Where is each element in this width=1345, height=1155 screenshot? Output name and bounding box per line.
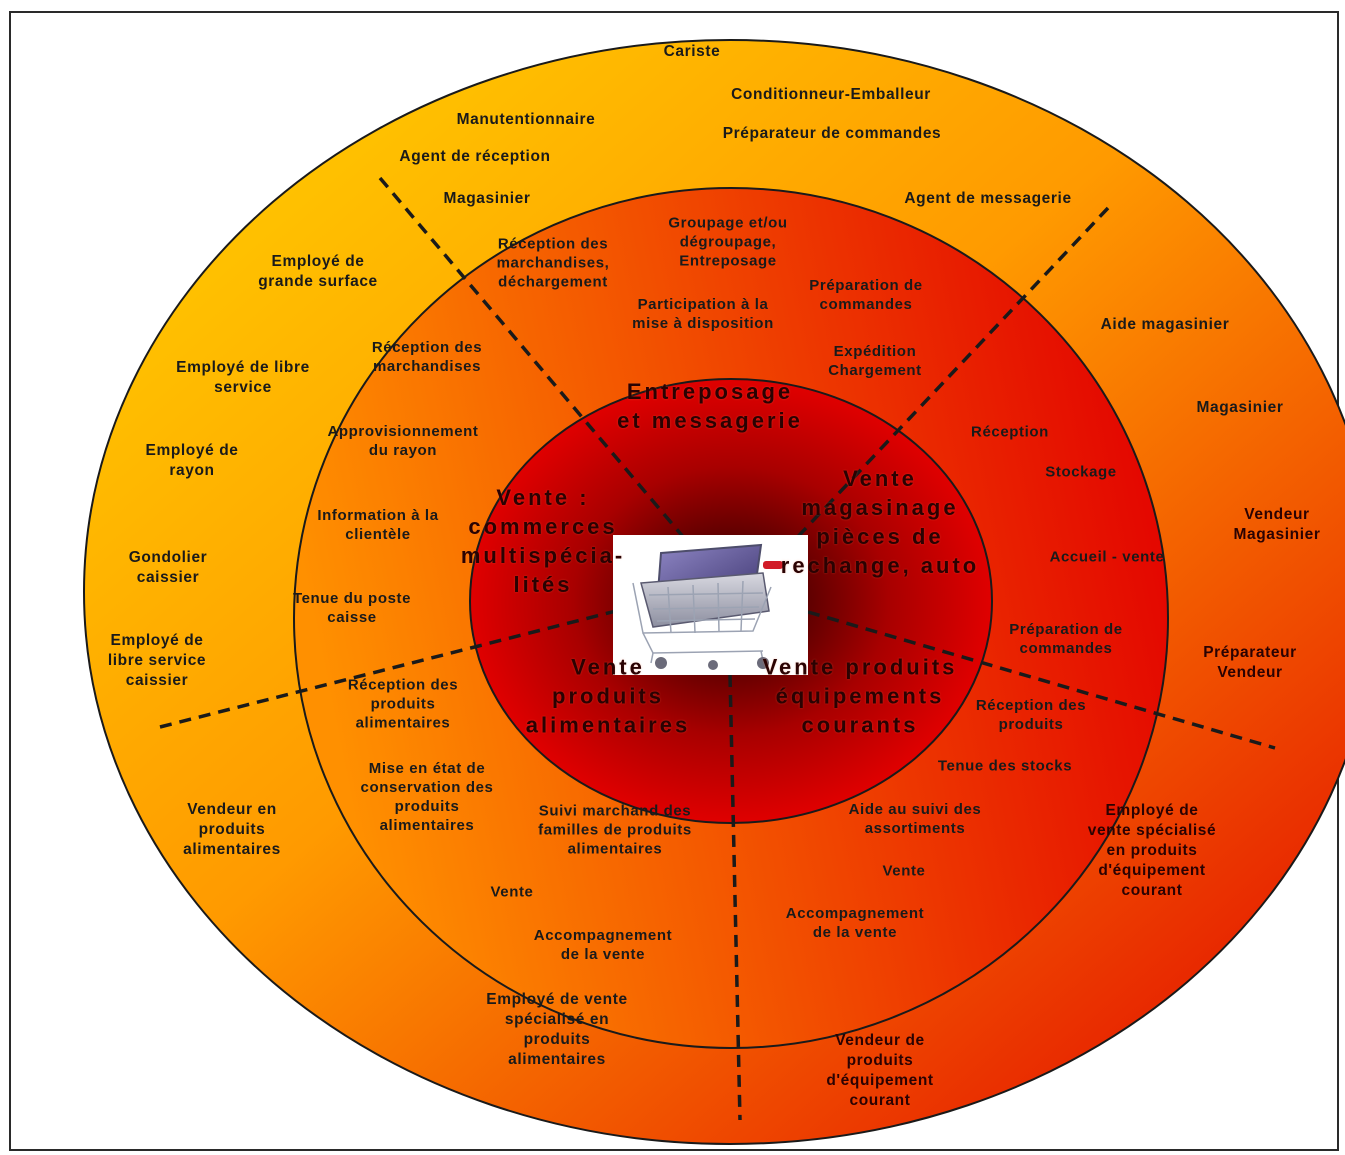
- job-agent-reception: Agent de réception: [399, 148, 551, 165]
- job-agent-messagerie: Agent de messagerie: [904, 190, 1072, 207]
- job-employe-libre-service-caissier: Employé de libre service caissier: [107, 632, 207, 689]
- job-vendeur-magasinier: Vendeur Magasinier: [1233, 506, 1321, 543]
- job-magasinier-auto: Magasinier: [1196, 399, 1284, 416]
- activity-reception-produits-alimentaires: Réception des produits alimentaires: [347, 676, 459, 732]
- job-vendeur-equipement: Vendeur de produits d'équipement courant: [826, 1032, 934, 1109]
- activity-accompagnement-equipements: Accompagnement de la vente: [785, 905, 925, 941]
- activity-vente-alimentaires: Vente: [490, 883, 534, 901]
- activity-reception-dechargement: Réception des marchandises, déchargement: [496, 235, 610, 291]
- divider-line: [378, 176, 692, 547]
- job-employe-libre-service: Employé de libre service: [176, 359, 310, 396]
- activity-expedition: Expédition Chargement: [828, 343, 922, 379]
- job-manutentionnaire: Manutentionnaire: [456, 111, 596, 128]
- sector-title-entreposage: Entreposage et messagerie: [617, 379, 803, 433]
- activity-mise-en-etat: Mise en état de conservation des produit…: [360, 760, 494, 834]
- activity-preparation-commandes-auto: Préparation de commandes: [1009, 621, 1123, 657]
- shopping-cart-with-laptop-icon: [632, 543, 783, 670]
- activity-vente-equipements: Vente: [882, 862, 926, 880]
- divider-line: [788, 206, 1110, 547]
- activity-accompagnement-alimentaires: Accompagnement de la vente: [533, 927, 673, 963]
- job-conditionneur: Conditionneur-Emballeur: [731, 86, 931, 103]
- activity-tenue-caisse: Tenue du poste caisse: [292, 590, 412, 626]
- activity-reception-produits: Réception des produits: [975, 697, 1087, 733]
- sector-title-equipements: Vente produits équipements courants: [762, 654, 958, 738]
- activity-reception: Réception: [971, 423, 1049, 441]
- job-magasinier: Magasinier: [443, 190, 531, 207]
- job-vendeur-produits-alimentaires: Vendeur en produits alimentaires: [183, 801, 281, 858]
- activity-preparation-commandes: Préparation de commandes: [809, 277, 923, 313]
- sector-title-pieces-auto: Vente magasinage pièces de rechange, aut…: [780, 466, 980, 578]
- job-employe-vente-alimentaires: Employé de vente spécialisé en produits …: [486, 991, 628, 1068]
- sector-title-alimentaires: Vente produits alimentaires: [525, 654, 691, 738]
- activity-approvisionnement: Approvisionnement du rayon: [327, 423, 479, 459]
- sector-title-multispecialites: Vente : commerces multispécia- lités: [460, 485, 626, 597]
- activity-groupage: Groupage et/ou dégroupage, Entreposage: [668, 214, 788, 270]
- activity-reception-marchandises: Réception des marchandises: [371, 339, 483, 375]
- job-employe-vente-equipement: Employé de vente spécialisé en produits …: [1087, 802, 1217, 899]
- divider-line: [807, 610, 1276, 750]
- activity-mise-a-disposition: Participation à la mise à disposition: [632, 296, 774, 332]
- job-employe-rayon: Employé de rayon: [145, 442, 239, 479]
- activity-tenue-stocks: Tenue des stocks: [937, 757, 1073, 775]
- activity-stockage: Stockage: [1045, 463, 1117, 481]
- job-gondolier-caissier: Gondolier caissier: [128, 549, 208, 586]
- job-cariste: Cariste: [663, 43, 721, 60]
- activity-suivi-marchand: Suivi marchand des familles de produits …: [538, 802, 692, 858]
- activity-suivi-assortiments: Aide au suivi des assortiments: [848, 801, 982, 837]
- divider-line: [728, 674, 742, 1121]
- job-aide-magasinier: Aide magasinier: [1100, 316, 1230, 333]
- sector-dividers: [159, 176, 1276, 1121]
- job-preparateur-commandes: Préparateur de commandes: [722, 125, 942, 142]
- activity-accueil-vente: Accueil - vente: [1049, 548, 1165, 566]
- shopping-cart-image: [613, 535, 808, 675]
- job-preparateur-vendeur: Préparateur Vendeur: [1203, 644, 1297, 681]
- job-employe-grande-surface: Employé de grande surface: [258, 253, 378, 290]
- activity-information-clientele: Information à la clientèle: [317, 507, 439, 543]
